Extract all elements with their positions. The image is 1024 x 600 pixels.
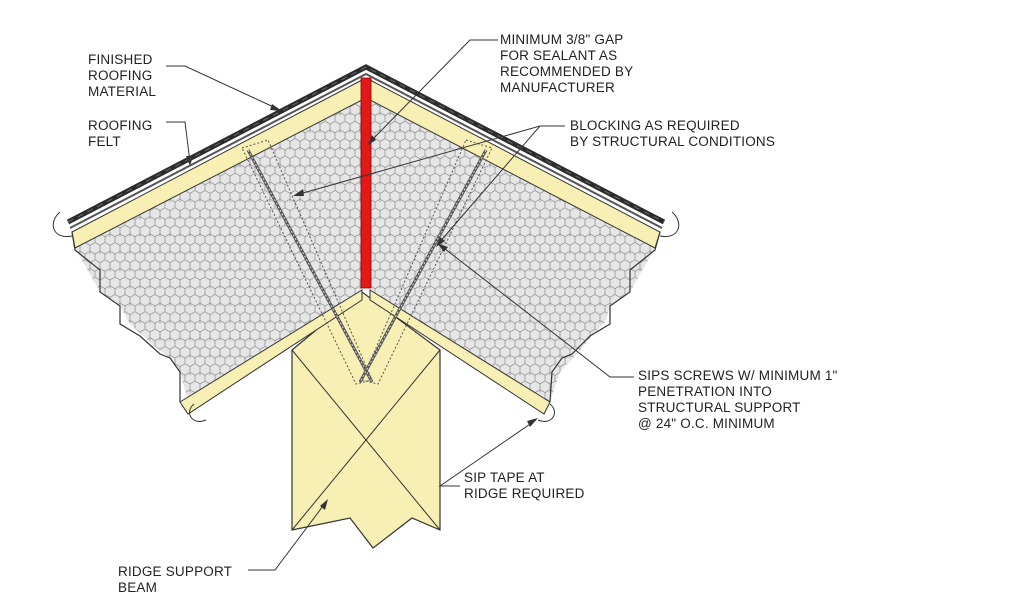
ridge-support-beam bbox=[291, 291, 441, 549]
sips-screw-left bbox=[246, 149, 374, 383]
left-sip-panel bbox=[71, 79, 363, 415]
label-sip-tape: SIP TAPE AT RIDGE REQUIRED bbox=[464, 470, 585, 501]
label-ridge-support-beam: RIDGE SUPPORT BEAM bbox=[118, 564, 236, 595]
label-sips-screws: SIPS SCREWS W/ MINIMUM 1" PENETRATION IN… bbox=[638, 368, 842, 431]
sips-screw-right bbox=[358, 149, 488, 383]
label-sealant-gap: MINIMUM 3/8" GAP FOR SEALANT AS RECOMMEN… bbox=[500, 32, 637, 95]
sealant-gap bbox=[360, 77, 372, 289]
leader-arrowheads bbox=[186, 104, 538, 510]
roofing-felt bbox=[69, 72, 663, 229]
finished-roofing-material bbox=[66, 64, 666, 225]
label-blocking: BLOCKING AS REQUIRED BY STRUCTURAL CONDI… bbox=[570, 118, 775, 149]
label-roofing-felt: ROOFING FELT bbox=[88, 118, 156, 149]
right-sip-panel bbox=[369, 79, 661, 415]
blocking-right bbox=[361, 139, 493, 385]
sip-tape-curls bbox=[52, 211, 680, 422]
leader-lines bbox=[166, 39, 634, 571]
label-finished-roofing: FINISHED ROOFING MATERIAL bbox=[88, 52, 157, 99]
